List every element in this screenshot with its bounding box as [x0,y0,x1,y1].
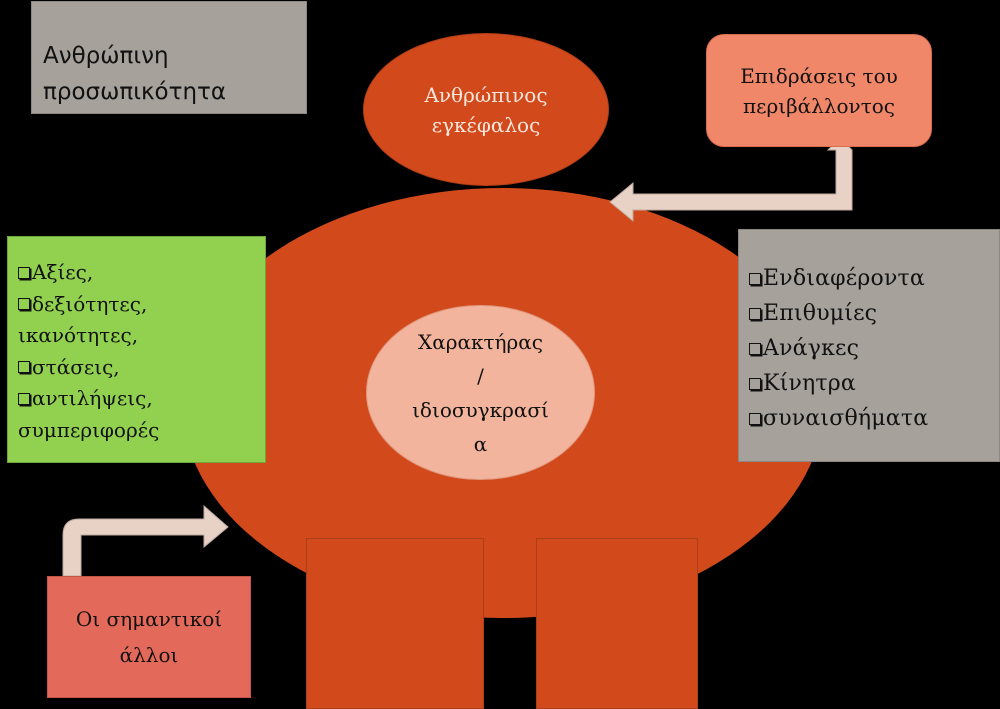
list-item: δεξιότητες, [18,289,265,321]
list-item-continuation: ικανότητες, [18,323,139,347]
checkbox-bullet-icon [18,298,30,311]
checkbox-bullet-icon [749,377,761,390]
list-item: στάσεις, [18,352,265,384]
core-line-4: α [473,431,488,456]
checkbox-bullet-icon [749,342,761,355]
others-line-2: άλλοι [119,643,179,667]
checkbox-bullet-icon [18,266,30,279]
values-skills-box: Αξίες, δεξιότητες, ικανότητες, στάσεις, … [7,236,266,463]
character-ellipse: Χαρακτήρας / ιδιοσυγκρασί α [366,305,595,480]
title-box: Ανθρώπινη προσωπικότητα [31,1,307,114]
list-item: Ενδιαφέροντα [749,261,999,296]
checkbox-bullet-icon [18,361,30,374]
interests-needs-box: Ενδιαφέροντα Επιθυμίες Ανάγκες Κίνητρα σ… [738,229,1000,462]
left-leg-block [306,538,484,709]
core-line-3: ιδιοσυγκρασί [412,397,549,422]
right-leg-block [536,538,698,709]
list-item: Κίνητρα [749,366,999,401]
significant-others-box: Οι σημαντικοί άλλοι [47,576,251,698]
head-line-1: Ανθρώπινος [424,82,548,107]
core-line-1: Χαρακτήρας [417,329,544,354]
head-ellipse: Ανθρώπινος εγκέφαλος [363,33,609,186]
others-line-1: Οι σημαντικοί [75,607,223,631]
checkbox-bullet-icon [749,272,761,285]
checkbox-bullet-icon [749,307,761,320]
significant-others-arrow [62,504,229,577]
checkbox-bullet-icon [749,412,761,425]
list-item: Αξίες, [18,257,265,289]
environment-arrow [609,137,853,223]
environment-box: Επιδράσεις του περιβάλλοντος [706,34,932,147]
list-item: Επιθυμίες [749,296,999,331]
list-item: αντιλήψεις, [18,383,265,415]
environment-line-1: Επιδράσεις του [740,63,898,88]
checkbox-bullet-icon [18,392,30,405]
title-line-2: προσωπικότητα [43,79,227,105]
list-item: Ανάγκες [749,331,999,366]
list-item: συναισθήματα [749,401,999,436]
title-line-1: Ανθρώπινη [43,43,169,69]
head-line-2: εγκέφαλος [431,112,541,137]
list-item-continuation: συμπεριφορές [18,417,160,442]
environment-line-2: περιβάλλοντος [742,93,895,118]
core-line-2: / [477,363,484,388]
